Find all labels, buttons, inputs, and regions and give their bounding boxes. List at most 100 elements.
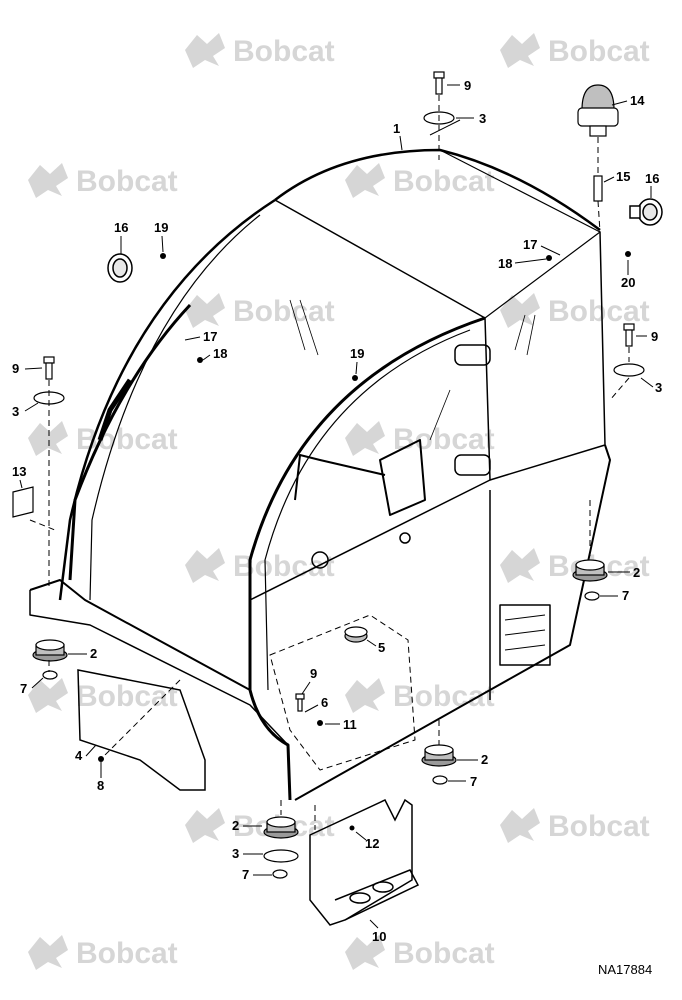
watermark: Bobcat (500, 808, 650, 843)
callout-6: 6 (321, 695, 328, 710)
glare-line (299, 299, 319, 356)
callout-2: 2 (633, 565, 640, 580)
bobcat-logo-icon (28, 678, 68, 713)
nut (42, 670, 58, 680)
bobcat-logo-icon (185, 548, 225, 583)
glare-line (514, 314, 526, 351)
watermark-text: Bobcat (76, 165, 178, 198)
nut (584, 591, 600, 601)
screw (625, 251, 631, 257)
bobcat-logo-icon (185, 33, 225, 68)
bobcat-logo-icon (345, 163, 385, 198)
door-lock (311, 551, 329, 569)
watermark-text: Bobcat (393, 423, 495, 456)
screw (546, 255, 552, 261)
cab-assembly (29, 148, 611, 801)
cab-front-bottom (29, 590, 289, 746)
watermark: Bobcat (345, 421, 495, 456)
mount-bracket (309, 798, 420, 926)
windshield-frame (58, 198, 276, 601)
callout-17: 17 (523, 237, 537, 252)
wiper-blade (97, 378, 133, 441)
cab-lower-side (294, 444, 611, 801)
watermark: Bobcat (28, 163, 178, 198)
callout-10: 10 (372, 929, 386, 944)
callout-9: 9 (464, 78, 471, 93)
callout-3: 3 (655, 380, 662, 395)
screw (317, 720, 323, 726)
beacon-light (577, 84, 619, 137)
plug-cap (344, 626, 368, 643)
callout-16: 16 (645, 171, 659, 186)
nut (432, 775, 448, 785)
decal-label (12, 486, 34, 518)
callout-11: 11 (343, 717, 357, 732)
figure-code: NA17884 (598, 962, 652, 977)
cab-front-base (29, 579, 251, 691)
isolator-mount (263, 816, 299, 839)
cab-rear-post (484, 231, 606, 481)
watermark-text: Bobcat (233, 550, 335, 583)
callout-7: 7 (20, 681, 27, 696)
glare-line (526, 314, 536, 356)
watermark: Bobcat (345, 163, 495, 198)
bobcat-logo-icon (185, 293, 225, 328)
watermark-layer: Bobcat Bobcat Bobcat Bobcat Bobcat Bobca… (28, 33, 650, 970)
watermark: Bobcat (345, 678, 495, 713)
bolt (623, 323, 635, 347)
callout-19: 19 (350, 346, 364, 361)
callout-7: 7 (622, 588, 629, 603)
bobcat-logo-icon (28, 935, 68, 970)
callout-20: 20 (621, 275, 635, 290)
callout-12: 12 (365, 836, 379, 851)
callout-3: 3 (232, 846, 239, 861)
door-knob (399, 532, 411, 544)
callout-9: 9 (651, 329, 658, 344)
watermark-text: Bobcat (76, 680, 178, 713)
bobcat-logo-icon (28, 163, 68, 198)
door-hinge (454, 454, 491, 476)
callout-9: 9 (310, 666, 317, 681)
vent-grille (499, 604, 551, 666)
leader-lines (29, 95, 630, 830)
watermark-text: Bobcat (548, 810, 650, 843)
work-light (107, 253, 133, 283)
watermark: Bobcat (185, 548, 335, 583)
bobcat-logo-icon (500, 808, 540, 843)
floor-mat (77, 669, 206, 791)
isolator-mount (32, 639, 68, 662)
watermark: Bobcat (28, 935, 178, 970)
callout-14: 14 (630, 93, 645, 108)
watermark-text: Bobcat (76, 937, 178, 970)
isolator-mount (421, 744, 457, 767)
watermark-text: Bobcat (233, 295, 335, 328)
watermark: Bobcat (28, 678, 178, 713)
bolt (295, 693, 305, 712)
callout-8: 8 (97, 778, 104, 793)
watermark: Bobcat (500, 293, 650, 328)
washer (613, 363, 645, 377)
bobcat-logo-icon (500, 33, 540, 68)
bobcat-logo-icon (345, 421, 385, 456)
callout-2: 2 (90, 646, 97, 661)
nut (272, 869, 288, 879)
door-hinge (454, 344, 491, 366)
watermark: Bobcat (185, 33, 335, 68)
beacon-mount-tube (593, 175, 603, 202)
callout-7: 7 (470, 774, 477, 789)
screw (349, 825, 355, 831)
watermark: Bobcat (345, 935, 495, 970)
cab-side-rail (249, 479, 491, 601)
watermark: Bobcat (185, 293, 335, 328)
watermark-text: Bobcat (548, 35, 650, 68)
bobcat-logo-icon (28, 421, 68, 456)
screw (160, 253, 166, 259)
callout-15: 15 (616, 169, 630, 184)
callout-2: 2 (481, 752, 488, 767)
bobcat-logo-icon (345, 678, 385, 713)
isolator-mount (572, 559, 608, 582)
watermark-text: Bobcat (548, 295, 650, 328)
callout-18: 18 (498, 256, 512, 271)
screw (197, 357, 203, 363)
